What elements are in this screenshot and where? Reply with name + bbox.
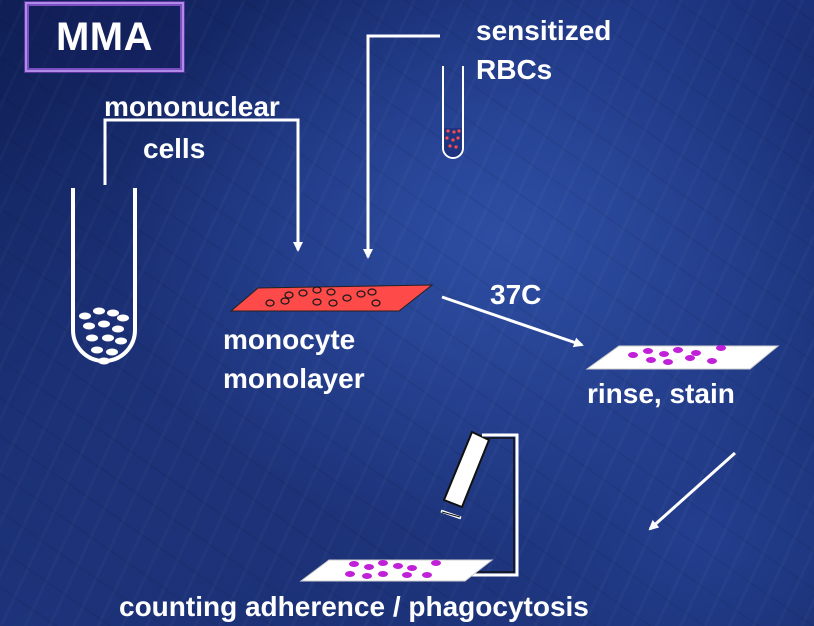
- label-sensitized: sensitized: [476, 14, 611, 48]
- label-monocyte: monocyte: [223, 323, 355, 357]
- rbc-test-tube: [443, 66, 463, 158]
- stained-slide: [587, 345, 778, 369]
- label-rinse-stain: rinse, stain: [587, 377, 735, 411]
- label-rbcs: RBCs: [476, 53, 552, 87]
- monocyte-monolayer-slide: [231, 285, 432, 311]
- label-mononuclear: mononuclear: [104, 90, 280, 124]
- label-counting: counting adherence / phagocytosis: [119, 590, 589, 624]
- microscope-icon: [441, 432, 517, 575]
- label-temperature: 37C: [490, 278, 541, 312]
- arrow-rbcs-to-monolayer: [368, 36, 440, 257]
- mononuclear-test-tube: [73, 188, 135, 365]
- label-monolayer: monolayer: [223, 362, 365, 396]
- label-cells: cells: [143, 132, 205, 166]
- arrow-stain-to-counting: [650, 453, 735, 529]
- counting-slide: [301, 560, 492, 581]
